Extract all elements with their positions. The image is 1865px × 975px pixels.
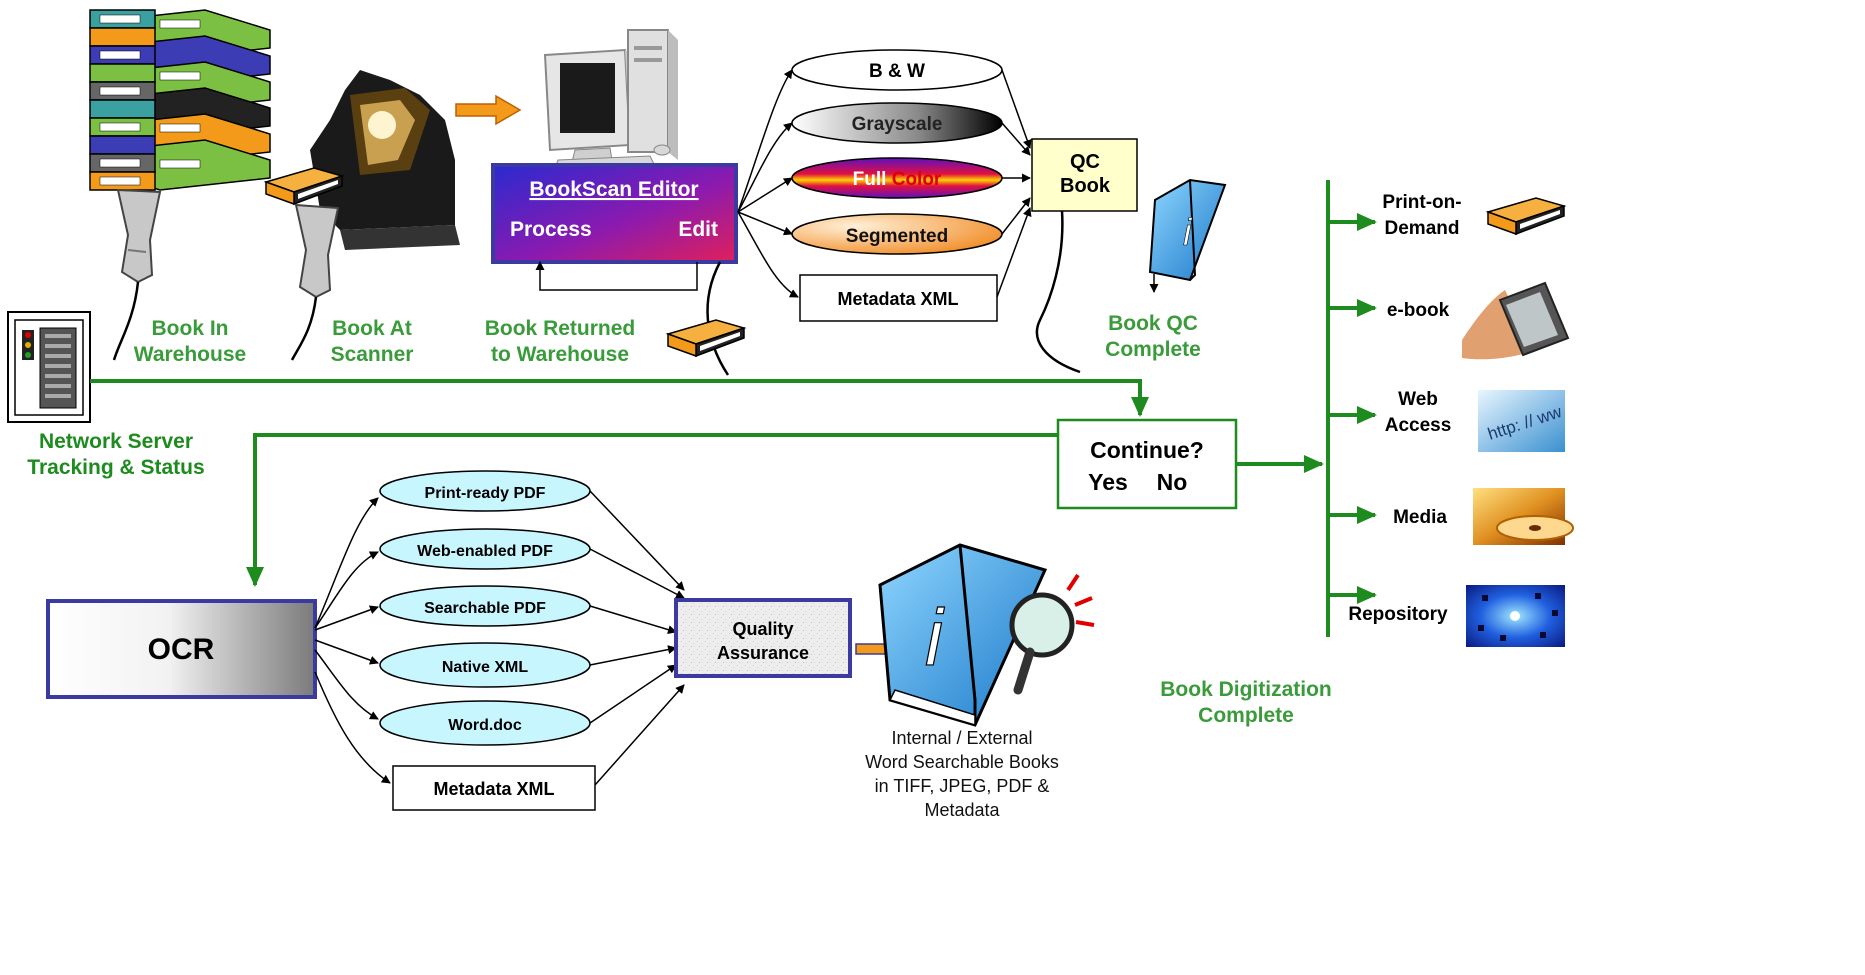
edit-process-loop (535, 261, 698, 291)
bookscan-editor-box: BookScan Editor Process Edit (491, 163, 738, 264)
svg-text:Full Color: Full Color (853, 169, 942, 190)
svg-text:B & W: B & W (869, 61, 925, 82)
computer-icon (543, 29, 678, 177)
continue-yes: Yes (1088, 469, 1128, 495)
editor-edit-label: Edit (678, 218, 718, 241)
svg-text:Word.doc: Word.doc (448, 717, 522, 734)
web-access-thumbnail: http: // ww (1478, 390, 1565, 452)
warehouse-books-icon (89, 9, 271, 191)
scan-output-grayscale: Grayscale (791, 102, 1003, 144)
ocr-label: OCR (148, 633, 215, 666)
dest-media: Media (1393, 507, 1447, 528)
repository-thumbnail (1466, 585, 1565, 647)
media-disc-thumbnail (1473, 488, 1574, 545)
editor-title: BookScan Editor (529, 178, 698, 201)
searchable-book-icon: i (878, 543, 1095, 727)
dest-print-on-demand: Print-on-Demand (1382, 192, 1461, 239)
dest-e-book: e-book (1387, 300, 1450, 321)
returned-book-icon (667, 319, 745, 357)
barcode-scanner-icon (112, 188, 162, 361)
editor-output-arrows (737, 69, 1032, 298)
svg-text:Segmented: Segmented (846, 226, 948, 247)
dest-repository: Repository (1348, 604, 1448, 625)
svg-text:Web-enabled PDF: Web-enabled PDF (417, 543, 553, 560)
ocr-box: OCR (46, 599, 317, 699)
continue-decision-box: Continue? Yes No (1056, 418, 1238, 510)
network-lines (90, 180, 1377, 637)
svg-text:Metadata XML: Metadata XML (433, 779, 554, 799)
continue-question: Continue? (1090, 437, 1204, 463)
editor-process-label: Process (510, 218, 592, 241)
scan-output-bw: B & W (791, 49, 1003, 91)
return-curves (706, 210, 1081, 376)
print-on-demand-book-icon (1487, 197, 1565, 235)
ocr-output-native-xml: Native XML (379, 642, 591, 688)
info-book-icon: i (1148, 178, 1227, 293)
scan-output-metadata: Metadata XML (799, 274, 998, 322)
e-book-reader-icon (1462, 281, 1570, 360)
continue-no: No (1157, 469, 1188, 495)
ocr-output-arrows (314, 490, 685, 786)
ocr-output-metadata: Metadata XML (392, 765, 596, 811)
ocr-output-print-ready-pdf: Print-ready PDF (379, 470, 591, 512)
book-scanner-icon (310, 70, 460, 250)
scan-output-full-color: Full Color (791, 157, 1003, 199)
ocr-output-web-enabled-pdf: Web-enabled PDF (379, 528, 591, 570)
svg-text:Searchable PDF: Searchable PDF (424, 600, 546, 617)
svg-text:Print-ready PDF: Print-ready PDF (425, 485, 546, 502)
svg-text:i: i (1183, 212, 1193, 254)
network-server-icon (7, 311, 91, 423)
scan-to-editor-arrow (455, 94, 522, 126)
barcode-scanner-icon (290, 203, 340, 361)
ocr-output-word-doc: Word.doc (379, 700, 591, 746)
svg-text:i: i (925, 593, 945, 682)
svg-text:Native XML: Native XML (442, 659, 528, 676)
svg-text:Grayscale: Grayscale (852, 114, 943, 135)
scan-output-segmented: Segmented (791, 213, 1003, 255)
ocr-output-searchable-pdf: Searchable PDF (379, 585, 591, 627)
svg-text:Metadata XML: Metadata XML (837, 289, 958, 309)
